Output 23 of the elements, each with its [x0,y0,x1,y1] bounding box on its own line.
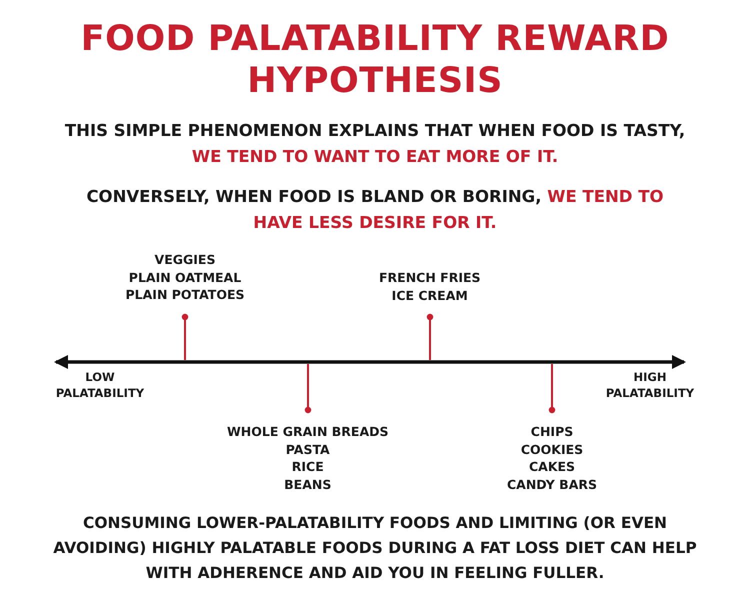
food-item: WHOLE GRAIN BREADS [227,423,388,440]
intro-paragraph: THIS SIMPLE PHENOMENON EXPLAINS THAT WHEN FOOD IS TASTY, WE TEND TO WANT TO EAT MORE OF IT. [64,120,686,168]
food-item: CAKES [528,458,576,476]
food-item: ICE CREAM [390,286,469,304]
food-item: BEANS [283,476,332,493]
axis-end-label: HIGH PALATABILITY [604,369,696,401]
food-item: RICE [290,458,325,476]
food-item: PLAIN OATMEAL [128,268,242,286]
caption: CONSUMING LOWER-PALATABILITY FOODS AND LIMITING (OR EVEN AVOIDING) HIGHLY PALATABLE FOODS DURING A FAT LOSS DIET CAN HELP WITH ADHERENCE AND AID YOU IN FEELING FULLER. [52,513,698,584]
leader-line [426,314,434,360]
intro-paragraph: CONVERSELY, WHEN FOOD IS BLAND OR BORING, WE TEND TO HAVE LESS DESIRE FOR IT. [85,186,665,234]
food-item: PLAIN POTATOES [126,286,245,304]
food-item: CANDY BARS [507,476,598,493]
food-item: CHIPS [530,423,574,440]
leader-line [548,364,556,414]
title: FOOD PALATABILITY REWARD HYPOTHESIS [80,18,670,102]
food-item: PASTA [284,440,331,458]
leader-line [304,364,312,414]
food-item: FRENCH FRIES [379,269,481,286]
food-item: COOKIES [520,440,584,458]
axis-end-label: LOW PALATABILITY [54,369,146,401]
food-item: VEGGIES [154,251,216,268]
leader-line [182,314,188,360]
